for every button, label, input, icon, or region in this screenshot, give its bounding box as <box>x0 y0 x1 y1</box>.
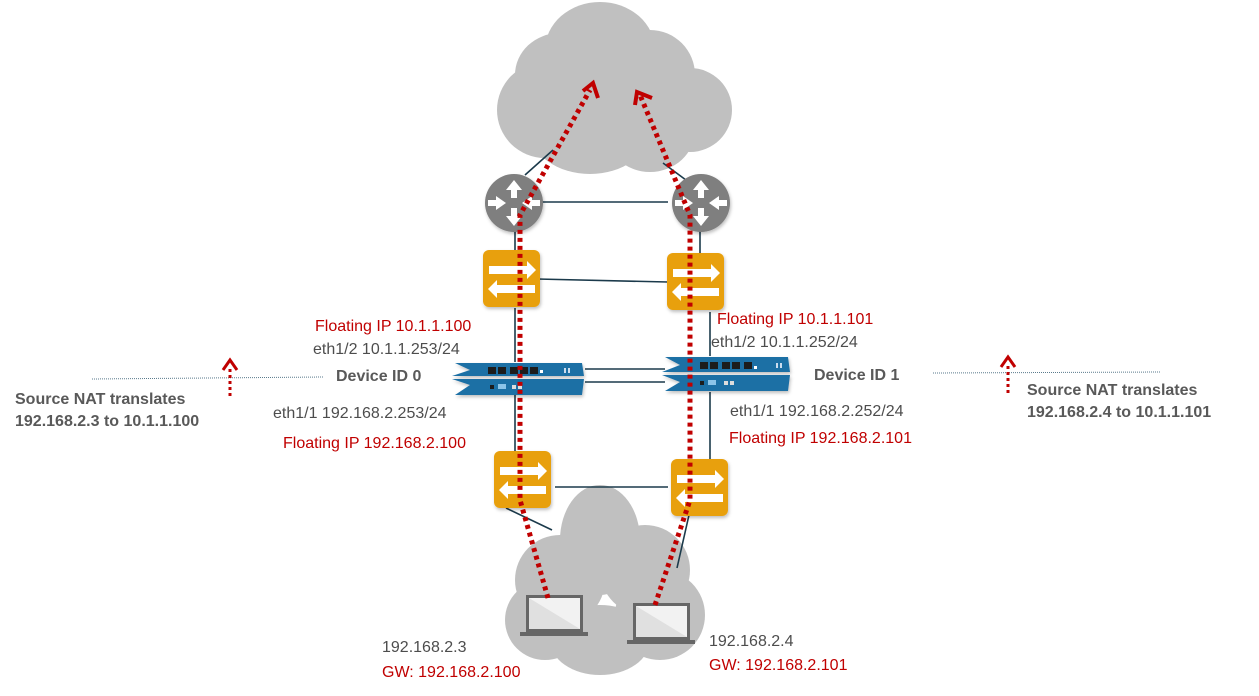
nat-note-left-line2: 192.168.2.3 to 10.1.1.100 <box>15 413 200 430</box>
device1-floating-ip-lower: Floating IP 192.168.2.101 <box>729 430 912 447</box>
host1-ip: 192.168.2.3 <box>382 639 467 656</box>
link-router0-internet <box>524 149 554 176</box>
device0-eth-upper: eth1/2 10.1.1.253/24 <box>313 341 460 358</box>
device1-eth-lower: eth1/1 192.168.2.252/24 <box>730 403 904 420</box>
nat-arrow-left <box>221 357 239 398</box>
router-1 <box>672 174 730 232</box>
nat-note-left-line1: Source NAT translates <box>15 391 186 408</box>
link-switch3-lan <box>676 514 690 569</box>
switch-lower-1 <box>671 459 728 516</box>
device0-label: Device ID 0 <box>336 368 422 385</box>
nat-note-right-line2: 192.168.2.4 to 10.1.1.101 <box>1027 404 1212 421</box>
device1-eth-upper: eth1/2 10.1.1.252/24 <box>711 334 858 351</box>
internet-cloud <box>497 2 732 174</box>
link-switch0-switch1 <box>536 278 669 283</box>
link-switch2-lan <box>505 507 553 531</box>
nat-line-left <box>91 376 324 380</box>
host2-gateway: GW: 192.168.2.101 <box>709 657 848 674</box>
host2-ip: 192.168.2.4 <box>709 633 794 650</box>
traffic-flow-host1 <box>517 88 593 599</box>
device1-floating-ip-upper: Floating IP 10.1.1.101 <box>717 311 874 328</box>
nat-line-right <box>932 371 1161 374</box>
nat-note-right-line1: Source NAT translates <box>1027 382 1198 399</box>
switch-upper-1 <box>667 253 724 310</box>
switch-upper-0 <box>483 250 540 307</box>
device1-label: Device ID 1 <box>814 367 900 384</box>
router-0 <box>485 174 543 232</box>
firewall-device-1 <box>662 357 790 391</box>
device0-floating-ip-lower: Floating IP 192.168.2.100 <box>283 435 466 452</box>
flow-arrowhead-1 <box>581 79 600 99</box>
device0-floating-ip-upper: Floating IP 10.1.1.100 <box>315 318 472 335</box>
laptop-host-2 <box>627 603 695 644</box>
nat-arrow-right <box>999 354 1017 396</box>
laptop-host-1 <box>520 595 588 636</box>
flow-arrowhead-2 <box>633 89 653 106</box>
host1-gateway: GW: 192.168.2.100 <box>382 664 521 681</box>
device0-eth-lower: eth1/1 192.168.2.253/24 <box>273 405 447 422</box>
